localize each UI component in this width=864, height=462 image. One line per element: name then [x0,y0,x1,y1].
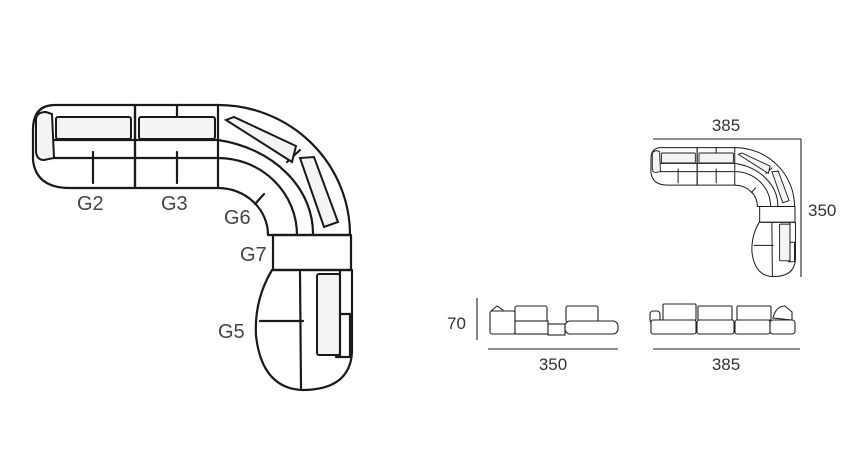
front-view-left: 70 350 [447,298,619,374]
front-right-width-label: 385 [712,355,740,374]
module-label-g7: G7 [240,244,267,266]
plan-width-label: 385 [712,116,740,135]
small-plan-view: 385 350 [650,116,836,278]
module-label-g3: G3 [161,193,188,215]
module-label-g6: G6 [224,207,251,229]
main-plan-view: G2 G3 G6 G7 G5 [31,103,354,392]
front-view-right: 385 [649,303,800,374]
plan-depth-label: 350 [808,201,836,220]
module-label-g2: G2 [77,193,104,215]
front-left-width-label: 350 [539,355,567,374]
height-label: 70 [447,314,466,333]
module-label-g5: G5 [218,321,245,343]
